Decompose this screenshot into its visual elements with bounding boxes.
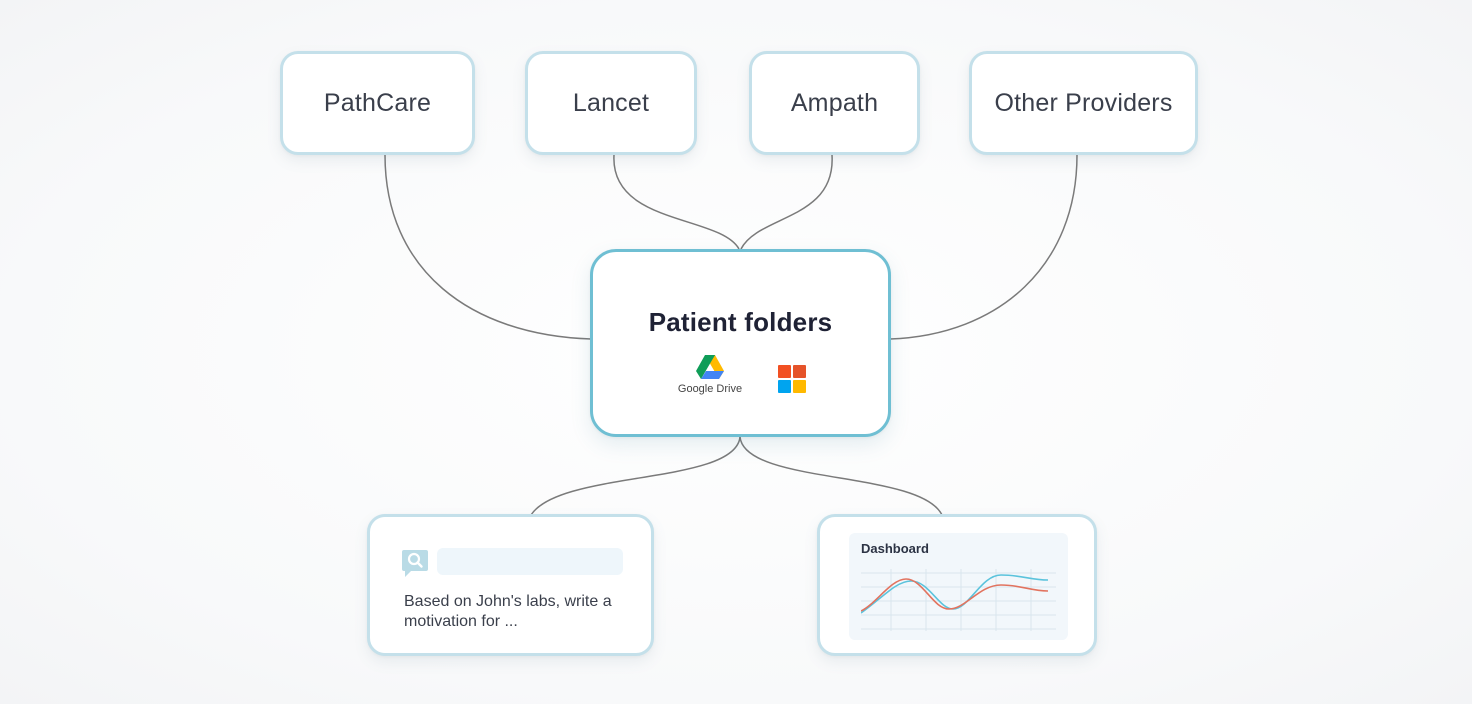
ai-prompt-node: Based on John's labs, write a motivation…: [367, 514, 654, 656]
provider-node-other: Other Providers: [969, 51, 1198, 155]
provider-node-lancet: Lancet: [525, 51, 697, 155]
patient-folders-node: Patient folders Google Drive: [590, 249, 891, 437]
dashboard-node: Dashboard: [817, 514, 1097, 656]
search-icon: [402, 550, 428, 577]
provider-node-pathcare: PathCare: [280, 51, 475, 155]
connector-ampath: [740, 154, 833, 250]
prompt-input-bar: [437, 548, 623, 575]
chart-line-red: [861, 578, 1049, 612]
provider-label: PathCare: [323, 88, 432, 117]
provider-label: Other Providers: [994, 88, 1173, 117]
provider-label: Lancet: [572, 88, 650, 117]
connector-prompt: [530, 436, 741, 516]
connector-pathcare: [384, 154, 592, 340]
dashboard-title: Dashboard: [861, 541, 929, 556]
provider-node-ampath: Ampath: [749, 51, 920, 155]
storage-logos: Google Drive: [593, 352, 888, 412]
google-drive-logo: Google Drive: [675, 354, 745, 395]
patient-folders-title: Patient folders: [648, 307, 833, 337]
google-drive-icon: [696, 355, 724, 379]
prompt-text: Based on John's labs, write a motivation…: [404, 593, 612, 630]
google-drive-label: Google Drive: [677, 383, 743, 395]
dashboard-panel: Dashboard: [849, 533, 1068, 640]
dashboard-chart: [861, 569, 1056, 631]
provider-label: Ampath: [790, 88, 879, 117]
connector-dashboard: [739, 436, 943, 516]
microsoft-icon: [778, 365, 806, 393]
connector-other: [889, 154, 1078, 340]
connector-lancet: [613, 154, 740, 250]
chart-line-teal: [861, 574, 1049, 614]
